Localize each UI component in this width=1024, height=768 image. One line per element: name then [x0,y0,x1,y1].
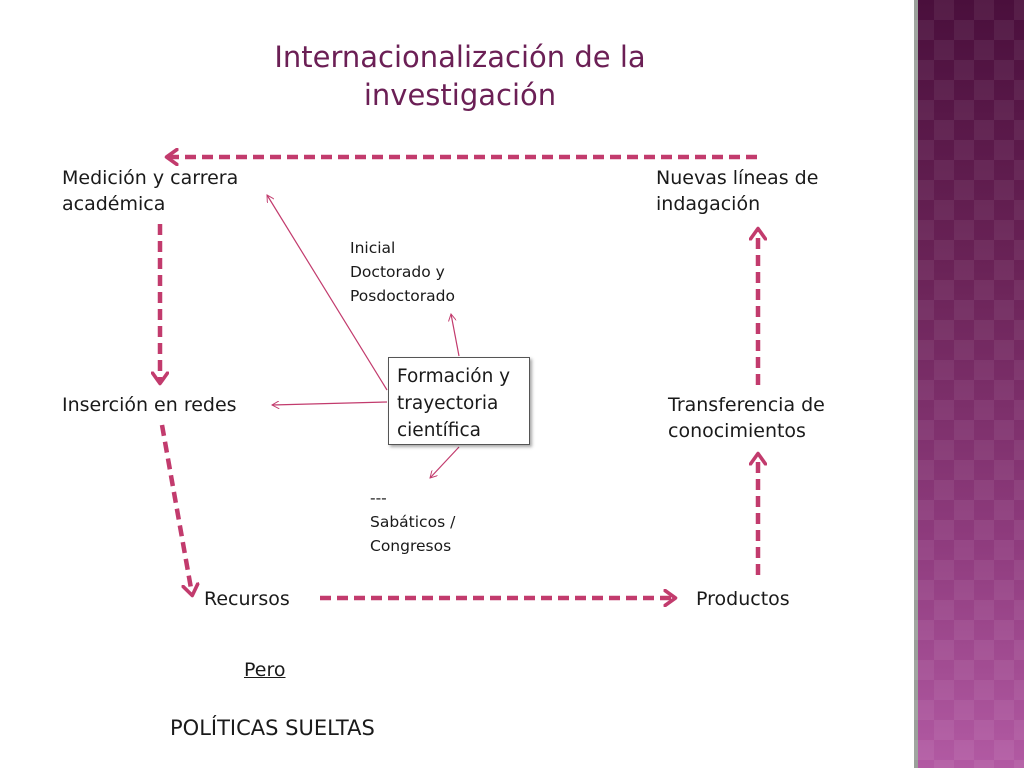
arrow-insercion-to-recursos [159,424,192,594]
node-transferencia: Transferencia de conocimientos [668,394,825,442]
footer-politicas-sueltas: POLÍTICAS SUELTAS [170,716,375,740]
node-formacion-trayectoria: Formación y trayectoria científica [388,357,530,445]
node-productos: Productos [696,588,790,610]
node-medicion-carrera: Medición y carrera académica [62,167,239,215]
decorative-side-band [914,0,1024,768]
arrow-formacion-to-sabaticos [430,446,460,478]
annotation-inicial: Inicial Doctorado y Posdoctorado [350,239,455,305]
arrow-formacion-to-inicial [451,314,460,357]
node-insercion-redes: Inserción en redes [62,394,237,416]
node-nuevas-lineas: Nuevas líneas de indagación [656,167,819,215]
slide-title: Internacionalización de la investigación [274,40,646,112]
annotation-sabaticos: --- Sabáticos / Congresos [370,489,456,555]
footer-pero: Pero [244,659,286,681]
arrows-layer [0,0,914,768]
arrow-formacion-to-medicion [267,195,388,391]
node-recursos: Recursos [204,588,290,610]
arrow-formacion-to-insercion [272,402,388,405]
